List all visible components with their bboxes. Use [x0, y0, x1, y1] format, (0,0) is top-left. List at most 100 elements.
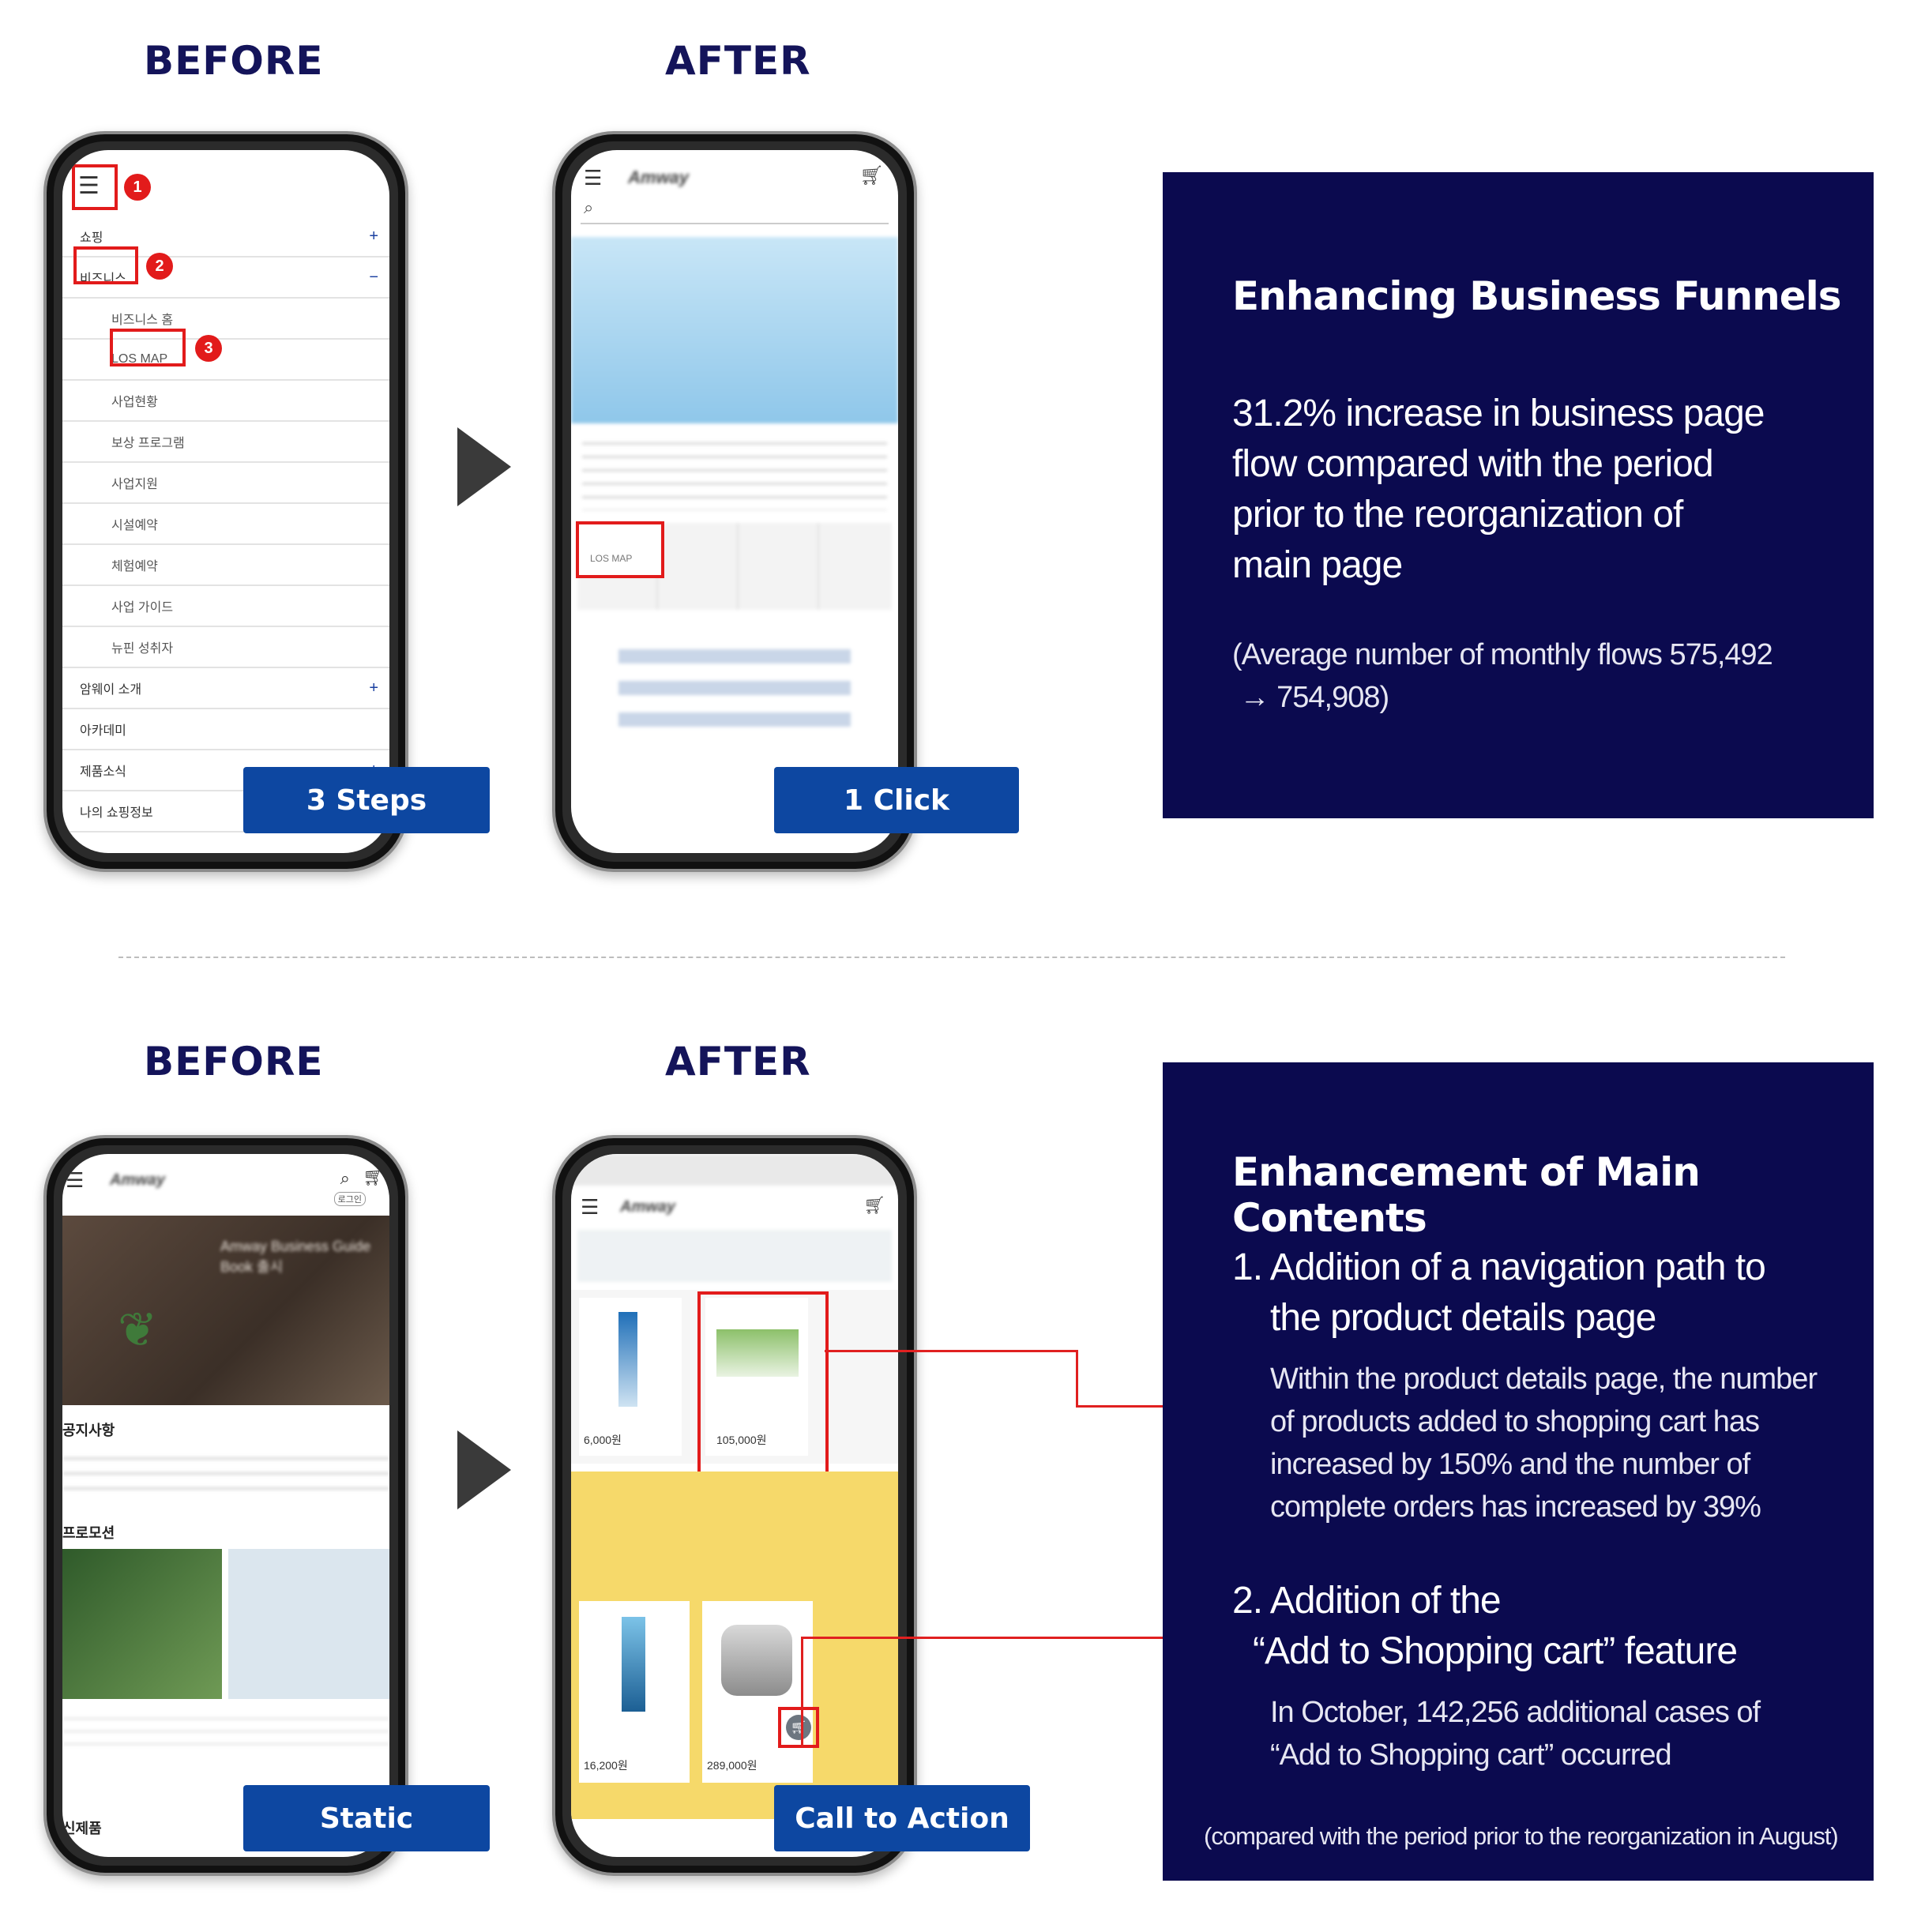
menu-item-label: 아카데미: [80, 724, 126, 738]
product-image: [716, 1329, 799, 1377]
sub-banner[interactable]: [577, 1230, 892, 1282]
item1-detail-4: complete orders has increased by 39%: [1270, 1490, 1761, 1524]
notice-list: [62, 1445, 389, 1500]
highlight-los-map: [110, 329, 186, 366]
product-image: [721, 1625, 792, 1696]
menu-item[interactable]: 사업 가이드: [62, 586, 389, 627]
menu-item-label: 체험예약: [111, 560, 158, 573]
item2-detail-1: In October, 142,256 additional cases of: [1270, 1696, 1761, 1729]
product-image: [618, 1312, 637, 1407]
hero-banner[interactable]: Amway Business Guide Book 출시 ❦: [62, 1216, 389, 1405]
menu-item[interactable]: 뉴핀 성취자: [62, 627, 389, 668]
main-contents-panel: Enhancement of Main Contents 1. Addition…: [1163, 1062, 1874, 1881]
menu-item[interactable]: 보상 프로그램: [62, 422, 389, 463]
product-row-1: 6,000원 105,000원: [571, 1290, 898, 1475]
menu-item[interactable]: 체험예약: [62, 545, 389, 586]
menu-item[interactable]: 비즈니스 홈: [62, 299, 389, 340]
menu-item[interactable]: LOS MAP: [62, 340, 389, 381]
highlight-add-to-cart: [778, 1707, 819, 1748]
blurred-promo-text: [618, 632, 851, 742]
brand-logo: Amway: [620, 1198, 676, 1216]
cart-icon[interactable]: 🛒︎: [859, 165, 884, 186]
connector-line-1c: [1076, 1405, 1202, 1408]
promo-card-2[interactable]: [228, 1549, 389, 1699]
sprout-icon: ❦: [118, 1303, 158, 1356]
menu-item[interactable]: 사업현황: [62, 381, 389, 422]
hamburger-icon[interactable]: ☰: [66, 1168, 85, 1192]
item1-detail-2: of products added to shopping cart has: [1270, 1405, 1760, 1438]
panel-title: Enhancement of Main Contents: [1232, 1149, 1701, 1241]
menu-item-label: 뉴핀 성취자: [111, 642, 174, 656]
product-price: 6,000원: [584, 1434, 622, 1446]
highlight-los-map-shortcut[interactable]: LOS MAP: [576, 521, 664, 578]
product-card-3[interactable]: 16,200원: [579, 1601, 690, 1783]
hamburger-icon[interactable]: ☰: [78, 173, 100, 199]
search-icon: ⌕: [584, 197, 594, 217]
tag-1-click: 1 Click: [774, 767, 1019, 833]
panel-note-line-2: → 754,908): [1232, 681, 1390, 714]
menu-item-label: 시설예약: [111, 519, 158, 532]
new-products-heading: 신제품: [62, 1821, 102, 1836]
menu-item[interactable]: 시설예약: [62, 504, 389, 545]
menu-item[interactable]: 암웨이 소개 +: [62, 668, 389, 709]
before-label-bottom: BEFORE: [144, 1039, 324, 1084]
menu-item[interactable]: 아카데미: [62, 709, 389, 750]
funnel-panel: Enhancing Business Funnels 31.2% increas…: [1163, 172, 1874, 818]
highlight-hamburger: [72, 164, 118, 210]
product-card-4[interactable]: 289,000원: [702, 1601, 813, 1783]
connector-line-1a: [825, 1350, 1077, 1352]
panel-stat-line-2: flow compared with the period: [1232, 443, 1714, 485]
product-card-1[interactable]: 6,000원: [579, 1298, 682, 1456]
menu-item-label: 사업현황: [111, 396, 158, 409]
menu-item-label: 제품소식: [80, 765, 126, 779]
notice-heading: 공지사항: [62, 1423, 115, 1438]
item1-line-2: the product details page: [1270, 1297, 1656, 1339]
menu-item-label: 나의 쇼핑정보: [80, 806, 153, 820]
panel-stat-line-1: 31.2% increase in business page: [1232, 393, 1765, 434]
hamburger-icon[interactable]: ☰: [584, 166, 603, 190]
expand-icon[interactable]: +: [369, 227, 378, 245]
hero-banner-text: Amway Business Guide Book 출시: [220, 1239, 371, 1275]
menu-item-label: 비즈니스 홈: [111, 314, 174, 327]
step-badge-3: 3: [195, 335, 222, 362]
connector-line-1b: [1076, 1350, 1078, 1407]
section-divider: [118, 957, 1785, 958]
menu-item-label: 사업 가이드: [111, 601, 174, 615]
cart-icon[interactable]: 🛒︎: [363, 1167, 385, 1186]
arrow-right-icon-bottom: [457, 1430, 511, 1509]
top-notice-bar[interactable]: [571, 1154, 898, 1186]
search-icon[interactable]: ⌕: [340, 1168, 350, 1188]
product-card-2[interactable]: 105,000원: [705, 1298, 808, 1456]
menu-item[interactable]: 쇼핑 +: [62, 216, 389, 257]
highlight-product-details: [697, 1291, 829, 1475]
hero-banner[interactable]: [571, 237, 898, 423]
menu-item[interactable]: 나의 쇼핑정보: [62, 791, 389, 833]
hamburger-icon[interactable]: ☰: [581, 1195, 600, 1219]
panel-stat-line-4: main page: [1232, 544, 1403, 586]
expand-icon[interactable]: +: [369, 678, 378, 697]
promo-card-1[interactable]: [62, 1549, 222, 1699]
new-product-section: 16,200원 289,000원 🛒︎: [571, 1472, 898, 1819]
login-button[interactable]: 로그인: [333, 1192, 366, 1206]
after-screen-bottom: ☰ Amway 🛒︎ 6,000원 105,000원 16,200원 289,0…: [571, 1154, 898, 1857]
panel-stat-line-3: prior to the reorganization of: [1232, 494, 1683, 536]
item2-line-2: “Add to Shopping cart” feature: [1253, 1630, 1738, 1672]
cart-icon[interactable]: 🛒︎: [863, 1195, 885, 1215]
add-to-cart-button[interactable]: 🛒︎: [786, 1715, 811, 1740]
promo-heading: 프로모션: [62, 1525, 115, 1541]
before-screen-bottom: ☰ Amway ⌕ 🛒︎ 로그인 Amway Business Guide Bo…: [62, 1154, 389, 1857]
tag-static: Static: [243, 1785, 490, 1851]
expand-icon[interactable]: −: [369, 268, 378, 286]
arrow-right-icon-top: [457, 427, 511, 506]
before-label-top: BEFORE: [144, 38, 324, 84]
menu-item-label: 쇼핑: [80, 231, 103, 245]
item1-detail-3: increased by 150% and the number of: [1270, 1448, 1750, 1481]
menu-item[interactable]: 사업지원: [62, 463, 389, 504]
search-bar[interactable]: ⌕: [581, 196, 889, 224]
menu-item-label: 암웨이 소개: [80, 683, 142, 697]
panel-footnote: (compared with the period prior to the r…: [1204, 1822, 1839, 1850]
menu-item-label: 사업지원: [111, 478, 158, 491]
step-badge-2: 2: [146, 253, 173, 280]
